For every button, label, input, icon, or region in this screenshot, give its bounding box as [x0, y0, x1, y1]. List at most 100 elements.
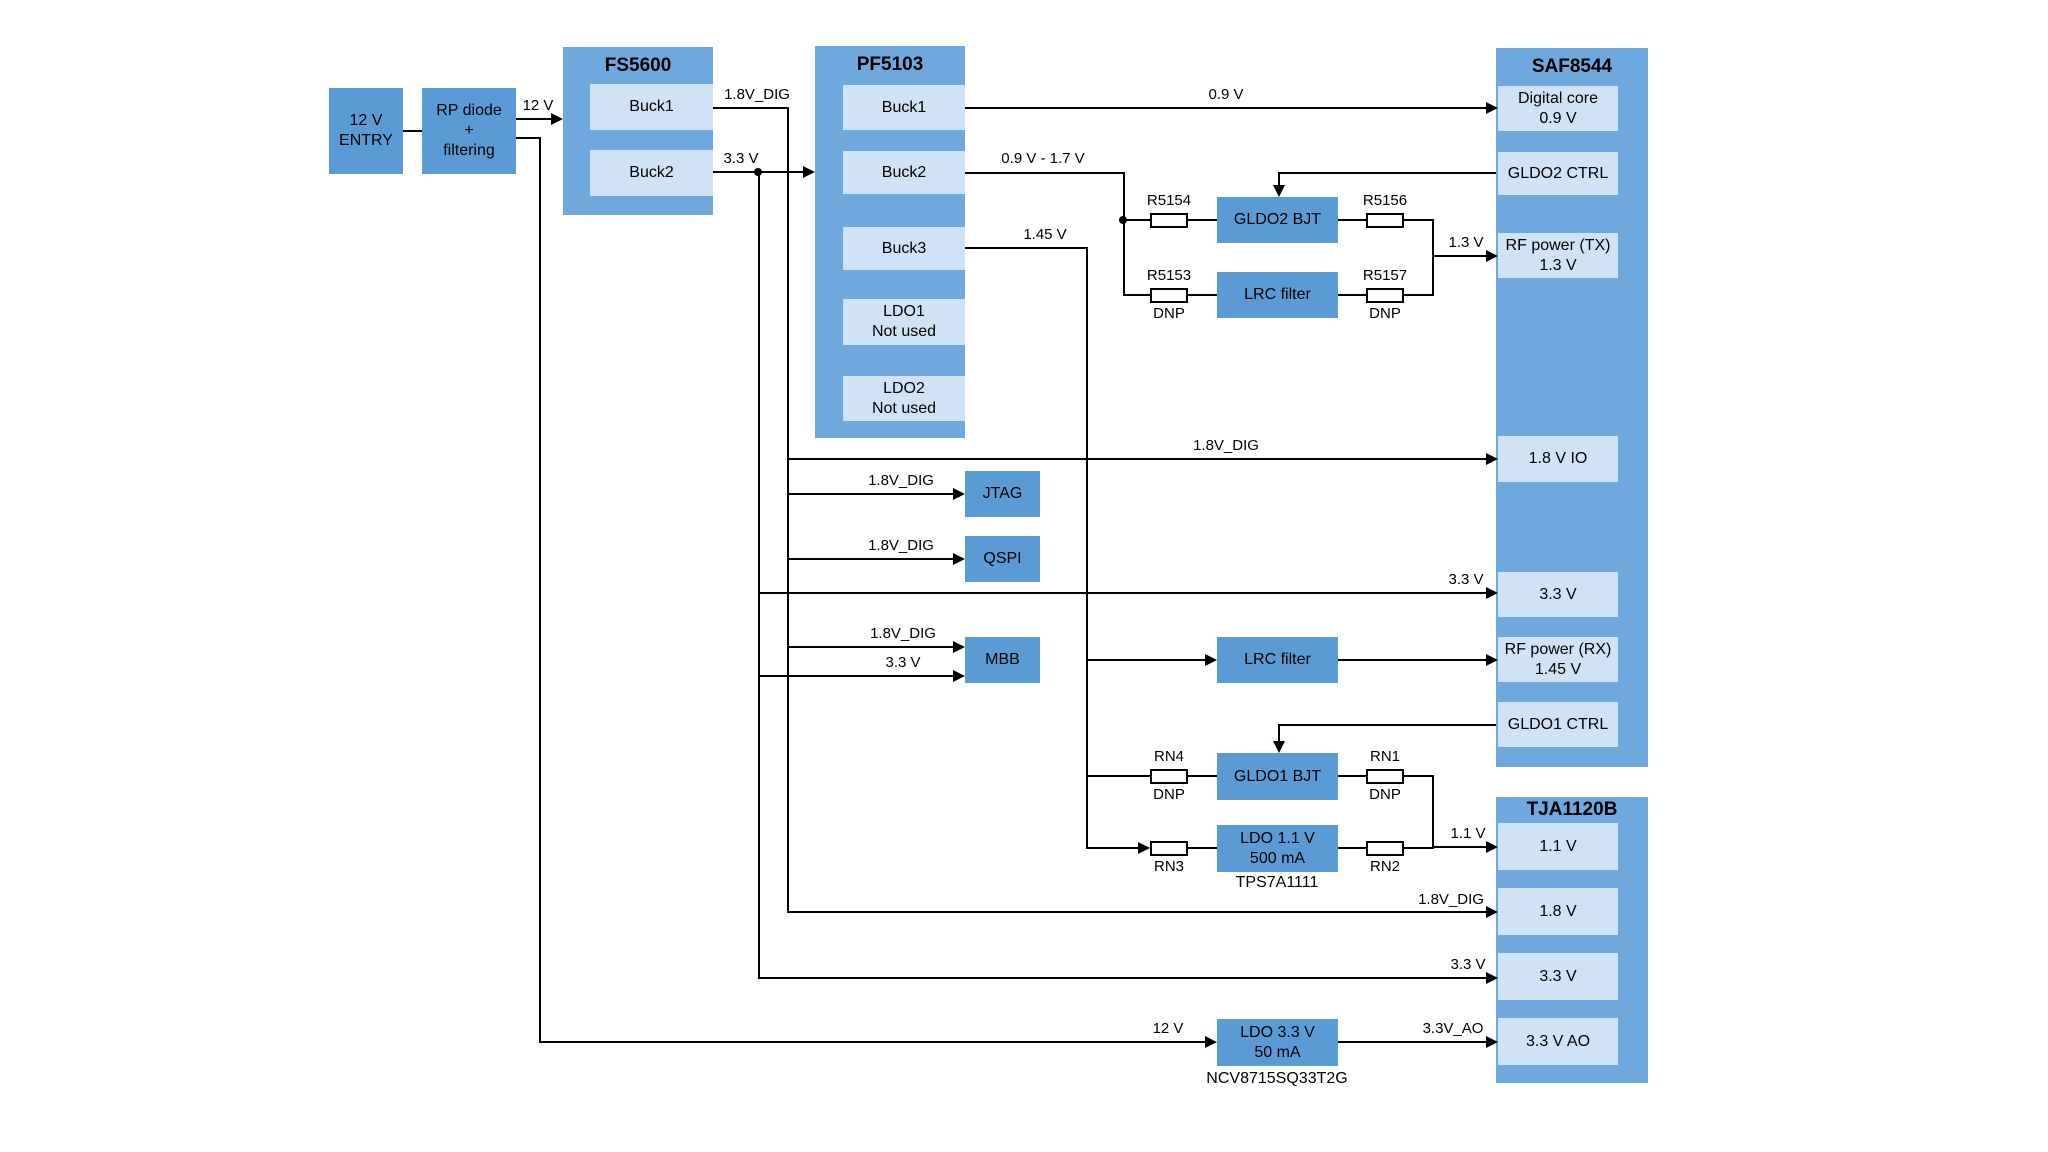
arrowhead: [1486, 654, 1498, 666]
net-label-145v: 1.45 V: [1023, 226, 1067, 243]
connector-line: [1338, 847, 1366, 849]
resistor-r5153-dnp: DNP: [1153, 305, 1185, 322]
resistor-r5156-label: R5156: [1362, 192, 1408, 209]
connector-line: [1278, 172, 1496, 174]
arrowhead: [1486, 587, 1498, 599]
saf8544-gldo2-ctrl: GLDO2 CTRL: [1498, 152, 1618, 195]
lrc-filter-rx-box: LRC filter: [1217, 637, 1338, 683]
arrowhead: [953, 488, 965, 500]
saf8544-rf-rx: RF power (RX) 1.45 V: [1498, 637, 1618, 682]
net-label-18vdig-tja: 1.8V_DIG: [1418, 891, 1484, 908]
saf8544-rf-tx: RF power (TX) 1.3 V: [1498, 233, 1618, 278]
resistor-rn1-dnp: DNP: [1369, 786, 1401, 803]
connector-line: [1086, 775, 1150, 777]
net-label-09v: 0.9 V: [1208, 86, 1244, 103]
resistor-rn2-label: RN2: [1369, 858, 1401, 875]
arrowhead: [1486, 102, 1498, 114]
arrowhead: [1486, 1036, 1498, 1048]
connector-line: [1432, 255, 1487, 257]
arrowhead: [1486, 453, 1498, 465]
pf5103-ldo2: LDO2 Not used: [843, 376, 965, 421]
saf8544-title: SAF8544: [1531, 56, 1613, 77]
tja1120b-11v: 1.1 V: [1498, 823, 1618, 870]
arrowhead-down: [1273, 185, 1285, 197]
connector-line: [1404, 775, 1432, 777]
arrowhead: [1486, 906, 1498, 918]
ldo-3v3-box: LDO 3.3 V 50 mA: [1217, 1019, 1338, 1066]
fs5600-buck2: Buck2: [590, 150, 713, 196]
connector-line: [1404, 219, 1432, 221]
arrowhead: [551, 113, 563, 125]
connector-line: [1432, 846, 1487, 848]
connector-line: [403, 130, 422, 132]
saf8544-33v: 3.3 V: [1498, 572, 1618, 617]
net-label-18vdig-jtag: 1.8V_DIG: [868, 472, 934, 489]
connector-line: [1278, 724, 1496, 726]
connector-line: [516, 137, 541, 139]
connector-line: [1338, 659, 1487, 661]
connector-line: [1338, 775, 1366, 777]
connector-line: [1188, 847, 1217, 849]
connector-line: [1188, 219, 1217, 221]
connector-line: [1338, 219, 1366, 221]
arrowhead: [803, 166, 815, 178]
net-label-11v: 1.1 V: [1450, 825, 1486, 842]
resistor-rn4-label: RN4: [1153, 748, 1185, 765]
connector-line: [758, 977, 1487, 979]
connector-line: [1188, 294, 1217, 296]
qspi-box: QSPI: [965, 536, 1040, 582]
connector-line: [787, 458, 1487, 460]
resistor-rn4: [1150, 769, 1188, 784]
arrowhead: [953, 641, 965, 653]
pf5103-ldo1: LDO1 Not used: [843, 299, 965, 345]
connector-line: [1432, 775, 1434, 849]
connector-line: [539, 1041, 1206, 1043]
pf5103-title: PF5103: [856, 54, 924, 75]
net-label-18vdig-io: 1.8V_DIG: [1193, 437, 1259, 454]
net-label-33v-tja: 3.3 V: [1450, 956, 1486, 973]
arrowhead: [1486, 841, 1498, 853]
connector-line: [1432, 219, 1434, 296]
resistor-r5157-label: R5157: [1362, 267, 1408, 284]
net-label-33v-fs: 3.3 V: [723, 150, 759, 167]
arrowhead: [953, 553, 965, 565]
resistor-rn3: [1150, 841, 1188, 856]
connector-line: [1086, 847, 1139, 849]
connector-line: [516, 118, 552, 120]
connector-line: [965, 172, 1125, 174]
connector-line: [1123, 172, 1125, 296]
connector-line: [539, 137, 541, 1042]
fs5600-buck1: Buck1: [590, 84, 713, 130]
resistor-r5157: [1366, 288, 1404, 303]
resistor-r5153-label: R5153: [1146, 267, 1192, 284]
junction-dot: [1119, 216, 1127, 224]
net-label-33v-ao: 3.3V_AO: [1422, 1020, 1484, 1037]
fs5600-title: FS5600: [604, 55, 672, 76]
resistor-r5154-label: R5154: [1146, 192, 1192, 209]
entry-box: 12 V ENTRY: [329, 88, 403, 174]
connector-line: [758, 675, 954, 677]
connector-line: [1278, 724, 1280, 741]
net-label-33v-saf: 3.3 V: [1448, 571, 1484, 588]
connector-line: [758, 592, 1487, 594]
ldo-1v1-partnumber: TPS7A1111: [1235, 874, 1319, 891]
net-label-18vdig-qspi: 1.8V_DIG: [868, 537, 934, 554]
tja1120b-33v: 3.3 V: [1498, 953, 1618, 1000]
gldo1-bjt-box: GLDO1 BJT: [1217, 753, 1338, 800]
connector-line: [787, 107, 789, 913]
net-label-18vdig-fs: 1.8V_DIG: [724, 86, 790, 103]
connector-line: [1404, 294, 1432, 296]
connector-line: [758, 171, 760, 978]
junction-dot: [754, 168, 762, 176]
resistor-r5154: [1150, 213, 1188, 228]
connector-line: [1404, 847, 1432, 849]
arrowhead: [953, 670, 965, 682]
tja1120b-33v-ao: 3.3 V AO: [1498, 1018, 1618, 1065]
tja1120b-18v: 1.8 V: [1498, 888, 1618, 935]
resistor-r5156: [1366, 213, 1404, 228]
saf8544-gldo1-ctrl: GLDO1 CTRL: [1498, 702, 1618, 747]
ldo-3v3-partnumber: NCV8715SQ33T2G: [1206, 1070, 1348, 1087]
connector-line: [1338, 294, 1366, 296]
pf5103-buck3: Buck3: [843, 227, 965, 270]
